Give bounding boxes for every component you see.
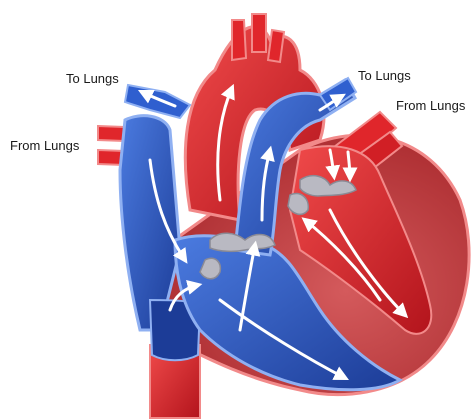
label-from-lungs-right: From Lungs — [396, 99, 465, 112]
label-to-lungs-right: To Lungs — [358, 69, 411, 82]
aortic-branch-2 — [252, 14, 266, 52]
label-to-lungs-left: To Lungs — [66, 72, 119, 85]
aortic-branch-1 — [232, 20, 246, 60]
aortic-branch-3 — [268, 30, 284, 62]
label-from-lungs-left: From Lungs — [10, 139, 79, 152]
pulmonary-artery-left — [125, 85, 190, 118]
